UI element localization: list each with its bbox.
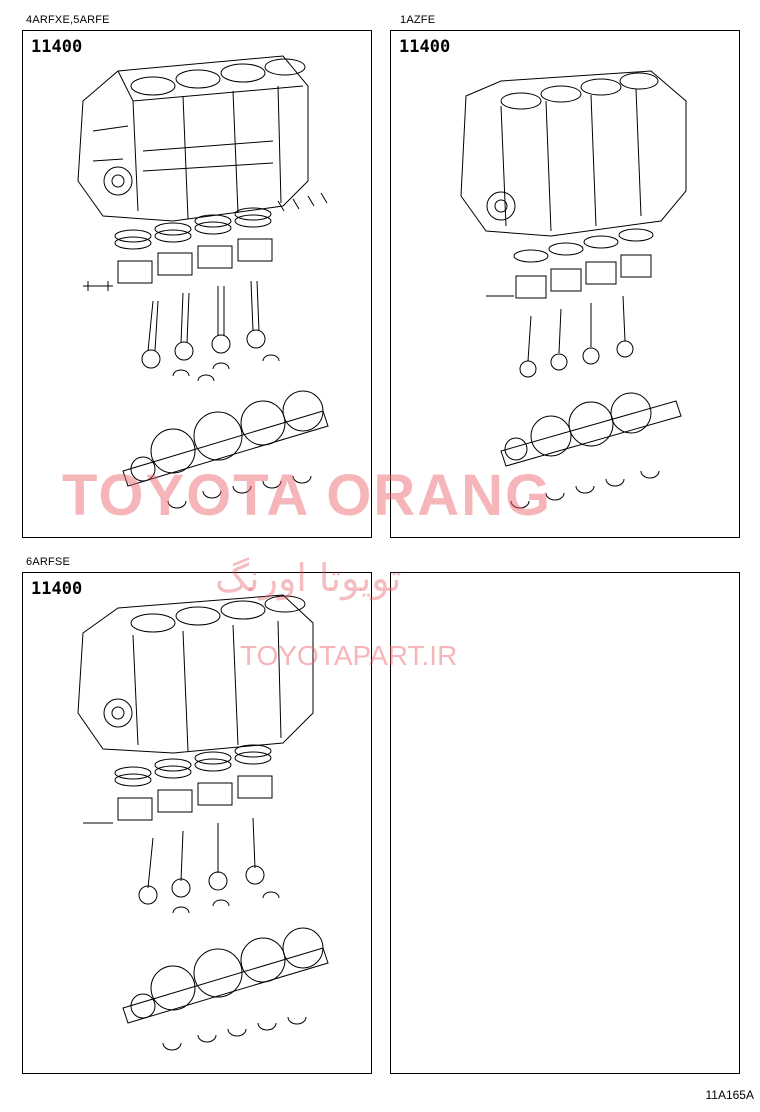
part-number-label[interactable]: 11400 bbox=[31, 37, 83, 57]
figure-code: 11A165A bbox=[705, 1088, 755, 1102]
watermark-persian: تویوتا اورنگ bbox=[215, 556, 402, 600]
panel-4arfxe-5arfe: 11400 bbox=[22, 30, 372, 538]
engine-block-assembly-drawing bbox=[77, 55, 329, 509]
panel-6arfse: 11400 bbox=[22, 572, 372, 1074]
panel-caption-4arfxe: 4ARFXE,5ARFE bbox=[26, 14, 110, 26]
engine-block-assembly-drawing bbox=[460, 70, 687, 509]
part-number-label[interactable]: 11400 bbox=[31, 579, 83, 599]
watermark-brand: TOYOTA ORANG bbox=[62, 463, 553, 528]
watermark-url: TOYOTAPART.IR bbox=[240, 640, 458, 671]
engine-block-assembly-drawing bbox=[77, 594, 329, 1051]
panel-1azfe: 11400 bbox=[390, 30, 740, 538]
panel-caption-6arfse: 6ARFSE bbox=[26, 556, 70, 568]
part-number-label[interactable]: 11400 bbox=[399, 37, 451, 57]
panel-empty bbox=[390, 572, 740, 1074]
panel-caption-1azfe: 1AZFE bbox=[400, 14, 436, 26]
